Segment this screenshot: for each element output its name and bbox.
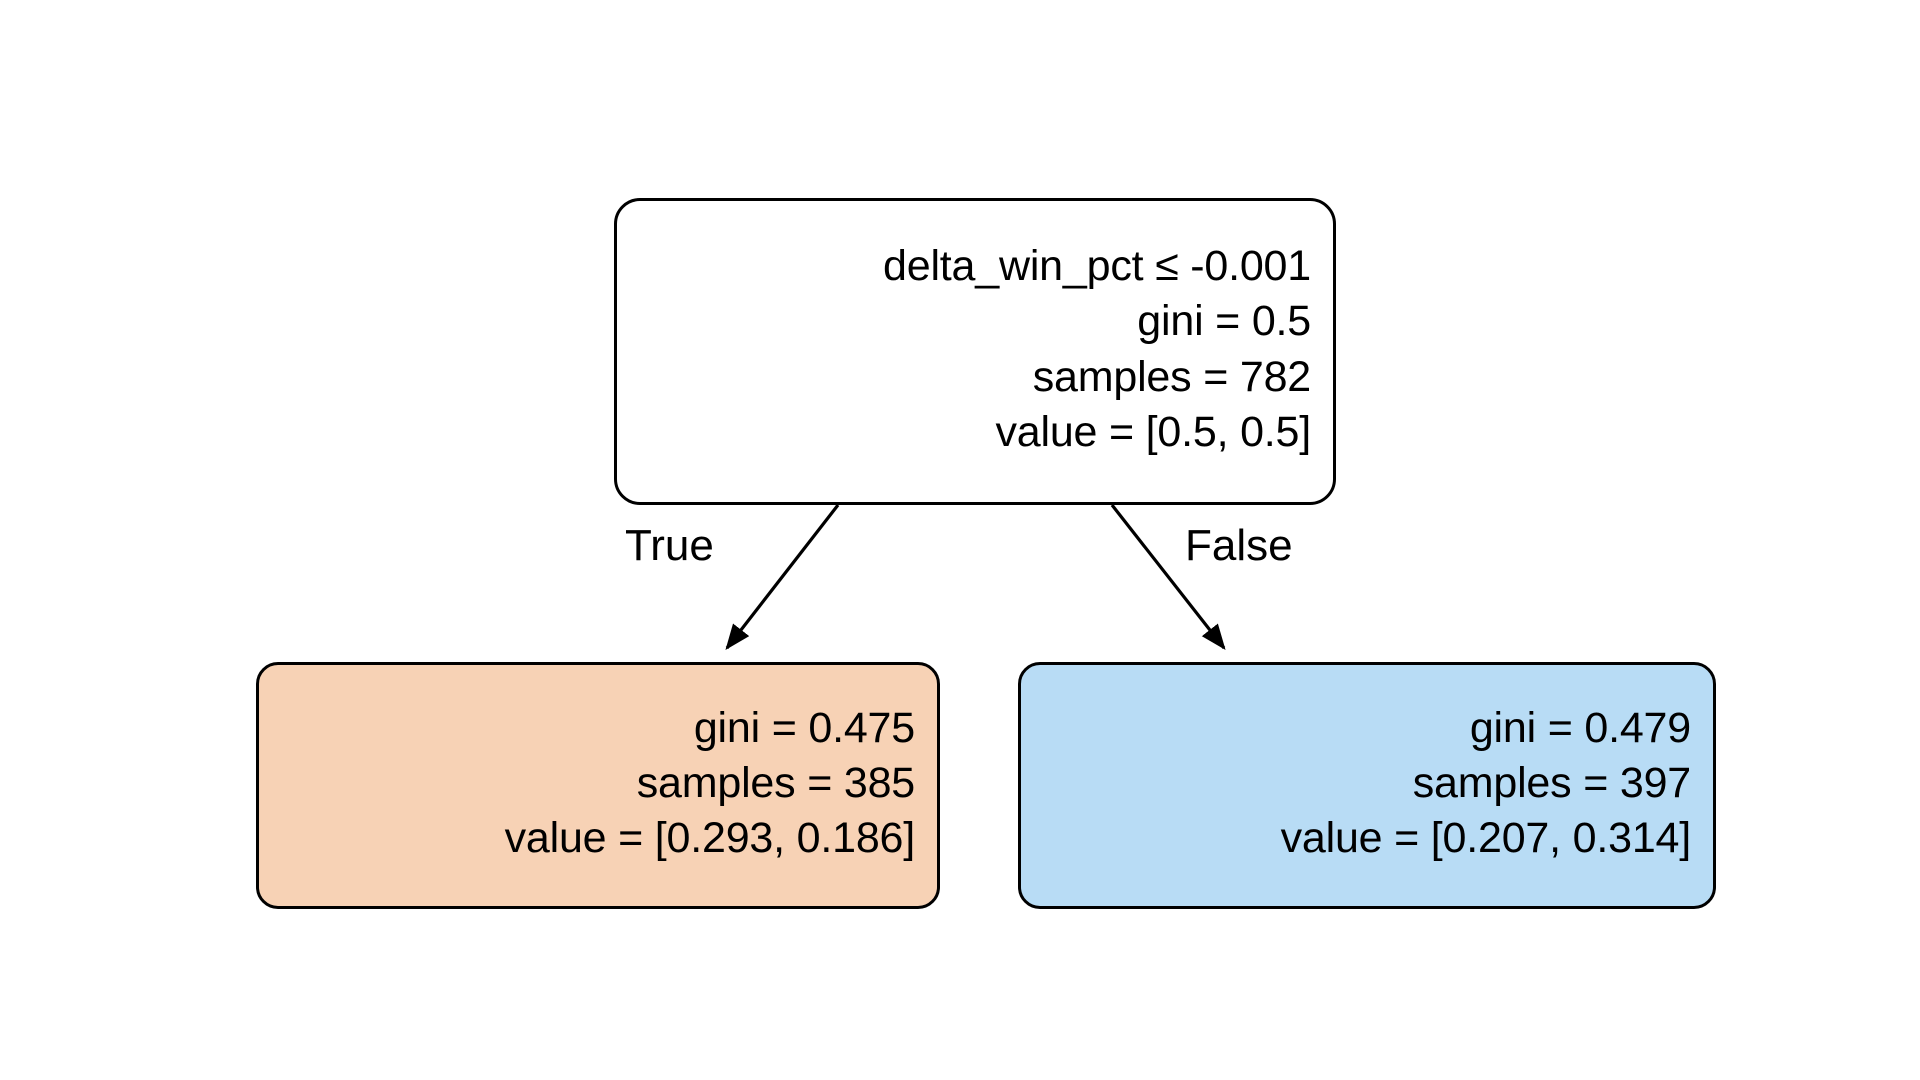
tree-node-leaf-false[interactable]: gini = 0.479 samples = 397 value = [0.20… — [1018, 662, 1716, 909]
edge-label-true: True — [625, 521, 714, 570]
leaf-false-gini: gini = 0.479 — [1469, 703, 1691, 752]
edge-label-false: False — [1185, 521, 1293, 570]
leaf-false-value: value = [0.207, 0.314] — [1280, 814, 1692, 863]
edge-root-to-true — [725, 504, 840, 651]
root-samples: samples = 782 — [1032, 352, 1311, 401]
root-condition: delta_win_pct ≤ -0.001 — [883, 242, 1311, 291]
leaf-true-gini: gini = 0.475 — [693, 703, 915, 752]
leaf-true-value: value = [0.293, 0.186] — [504, 814, 916, 863]
tree-node-root[interactable]: delta_win_pct ≤ -0.001 gini = 0.5 sample… — [614, 198, 1336, 505]
leaf-true-samples: samples = 385 — [636, 758, 915, 807]
leaf-false-samples: samples = 397 — [1412, 758, 1691, 807]
root-gini: gini = 0.5 — [1137, 297, 1311, 346]
root-value: value = [0.5, 0.5] — [995, 407, 1311, 456]
tree-node-leaf-true[interactable]: gini = 0.475 samples = 385 value = [0.29… — [256, 662, 940, 909]
